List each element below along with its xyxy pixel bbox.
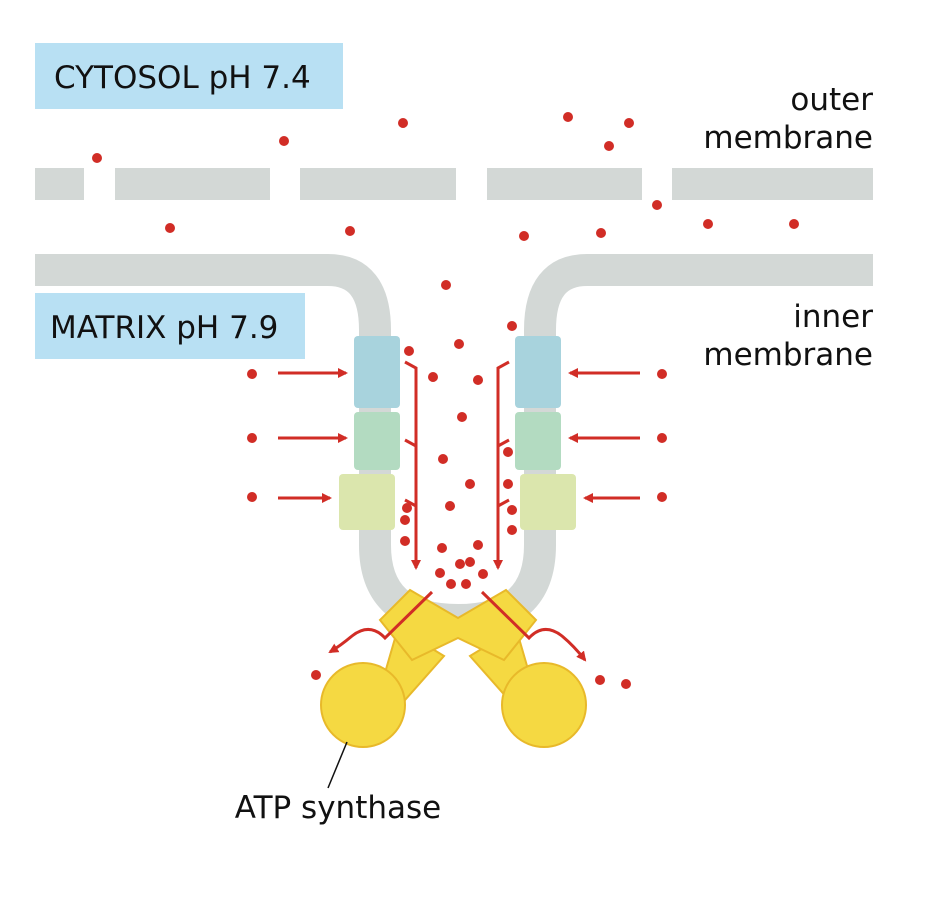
atp-synthase-label: ATP synthase: [235, 790, 441, 826]
proton: [461, 579, 471, 589]
exit-arrow-right: [480, 590, 587, 662]
proton: [441, 280, 451, 290]
proton: [398, 118, 408, 128]
flow-left: [404, 360, 421, 570]
proton: [455, 559, 465, 569]
atp-synthase-pointer: [327, 741, 348, 789]
flow-right-bracket: [497, 498, 510, 508]
proton: [507, 321, 517, 331]
proton: [478, 569, 488, 579]
proton: [428, 372, 438, 382]
proton: [454, 339, 464, 349]
proton: [247, 369, 257, 379]
proton: [465, 557, 475, 567]
proton: [473, 375, 483, 385]
complex-2-right: [515, 412, 561, 470]
proton: [563, 112, 573, 122]
proton: [596, 228, 606, 238]
proton: [165, 223, 175, 233]
proton: [311, 670, 321, 680]
flow-right-bracket: [497, 438, 510, 448]
proton: [789, 219, 799, 229]
proton: [247, 492, 257, 502]
proton: [507, 505, 517, 515]
proton: [457, 412, 467, 422]
outer-membrane-label-line1: outer: [790, 82, 873, 118]
proton: [657, 492, 667, 502]
proton-flow-arrows: [404, 360, 510, 570]
proton: [595, 675, 605, 685]
outer-membrane-label-line2: membrane: [703, 120, 873, 156]
cytosol-label-box: CYTOSOL pH 7.4: [35, 43, 343, 109]
complex-3-right: [520, 474, 576, 530]
protons: [92, 112, 799, 689]
proton: [604, 141, 614, 151]
respiratory-complexes-right: [515, 336, 576, 530]
synthase-exit-arrows: [328, 590, 587, 662]
proton: [402, 503, 412, 513]
proton: [400, 515, 410, 525]
inner-membrane-label-line1: inner: [793, 299, 873, 335]
proton: [445, 501, 455, 511]
proton: [503, 479, 513, 489]
respiratory-complexes-left: [339, 336, 400, 530]
proton: [404, 346, 414, 356]
complex-3-left: [339, 474, 395, 530]
complex-2-left: [354, 412, 400, 470]
proton: [657, 433, 667, 443]
proton: [446, 579, 456, 589]
proton: [621, 679, 631, 689]
flow-right: [493, 360, 510, 570]
atp-synthase-head-right: [501, 662, 587, 748]
proton: [657, 369, 667, 379]
matrix-label-box: MATRIX pH 7.9: [35, 293, 305, 359]
proton: [652, 200, 662, 210]
proton: [507, 525, 517, 535]
atp-synthase-fo: [378, 588, 538, 662]
proton: [503, 447, 513, 457]
exit-arrow-left: [328, 590, 434, 654]
proton: [92, 153, 102, 163]
proton: [438, 454, 448, 464]
inner-membrane-label-line2: membrane: [703, 337, 873, 373]
proton: [437, 543, 447, 553]
complex-1-right: [515, 336, 561, 408]
proton: [435, 568, 445, 578]
proton: [624, 118, 634, 128]
proton: [703, 219, 713, 229]
proton: [345, 226, 355, 236]
flow-left-bracket: [404, 498, 417, 508]
complex-1-left: [354, 336, 400, 408]
proton: [400, 536, 410, 546]
cytosol-label: CYTOSOL pH 7.4: [54, 60, 311, 96]
proton: [247, 433, 257, 443]
proton: [519, 231, 529, 241]
outer-membrane: [35, 168, 873, 200]
proton: [279, 136, 289, 146]
atp-synthase-head-left: [320, 662, 406, 748]
proton: [465, 479, 475, 489]
flow-left-bracket: [404, 438, 417, 448]
matrix-label: MATRIX pH 7.9: [50, 310, 278, 346]
proton: [473, 540, 483, 550]
pump-arrows: [278, 368, 640, 503]
